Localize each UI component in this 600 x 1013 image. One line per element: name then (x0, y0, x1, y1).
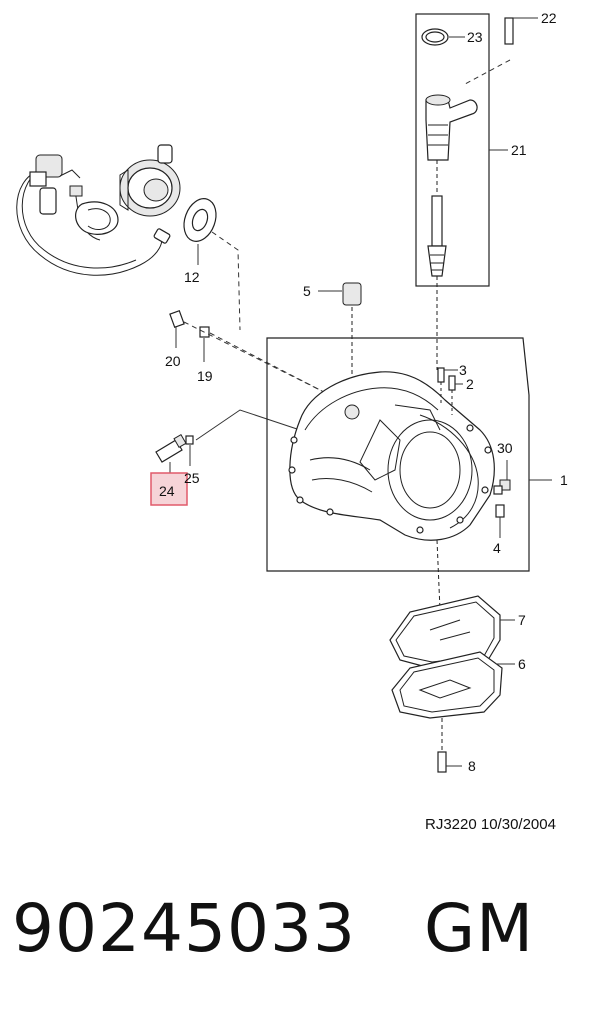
drawing-reference: RJ3220 10/30/2004 (425, 816, 556, 833)
callout-7: 7 (518, 612, 526, 628)
callout-25: 25 (184, 470, 200, 486)
highlight-box-24 (150, 472, 188, 506)
brand-name: GM (423, 889, 535, 967)
part-number: 90245033 (12, 889, 356, 967)
transaxle-housing (266, 337, 552, 611)
callout-23: 23 (467, 29, 483, 45)
switch-parts-24-25 (155, 409, 301, 478)
callout-30: 30 (497, 440, 513, 456)
callout-24: 24 (159, 483, 175, 499)
callout-1: 1 (560, 472, 568, 488)
bolt-parts-2-3 (437, 367, 463, 415)
callout-20: 20 (165, 353, 181, 369)
callout-6: 6 (518, 656, 526, 672)
callout-4: 4 (493, 540, 501, 556)
callout-8: 8 (468, 758, 476, 774)
callout-2: 2 (466, 376, 474, 392)
speedometer-assembly (415, 13, 538, 370)
callout-19: 19 (197, 368, 213, 384)
callout-5: 5 (303, 283, 311, 299)
plug-parts-4-30 (493, 460, 511, 538)
callout-21: 21 (511, 142, 527, 158)
washer-part-12 (183, 198, 241, 331)
callout-12: 12 (184, 269, 200, 285)
callout-22: 22 (541, 10, 557, 26)
clutch-hose-assembly (16, 144, 181, 276)
part-number-line: 90245033 GM (12, 888, 592, 968)
sensor-parts-19-20 (169, 309, 331, 396)
oil-pan-assembly (389, 595, 515, 773)
callout-3: 3 (459, 362, 467, 378)
